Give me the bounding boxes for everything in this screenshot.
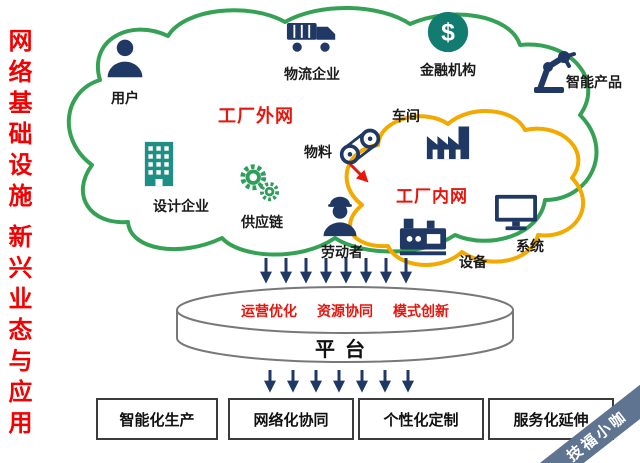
node-label-smart-product: 智能产品 xyxy=(566,74,622,90)
platform-cylinder xyxy=(176,286,514,363)
pulley-icon xyxy=(338,124,382,170)
user-icon xyxy=(103,34,147,82)
node-label-system: 系统 xyxy=(516,238,544,254)
dollar-symbol: $ xyxy=(441,19,455,46)
building-icon xyxy=(136,136,182,192)
worker-icon xyxy=(318,192,362,240)
node-label-worker: 劳动者 xyxy=(321,244,363,260)
material-flow-arrow xyxy=(348,162,369,183)
factory-icon xyxy=(424,116,472,162)
node-label-finance: 金融机构 xyxy=(420,62,476,78)
machine-icon xyxy=(398,214,448,258)
app-box-intelligent-production: 智能化生产 xyxy=(96,398,218,440)
outer-cloud-outline xyxy=(67,6,599,257)
node-label-user: 用户 xyxy=(111,90,139,106)
node-label-equipment: 设备 xyxy=(459,254,487,270)
dollar-icon: $ xyxy=(426,10,470,54)
platform-title: 平台 xyxy=(315,339,375,361)
platform-function-2: 资源协同 xyxy=(317,303,373,319)
platform-functions: 运营优化 资源协同 模式创新 xyxy=(177,301,513,321)
inner-cloud-label: 工厂内网 xyxy=(396,187,468,206)
platform-function-3: 模式创新 xyxy=(393,303,449,319)
node-label-supply-chain: 供应链 xyxy=(241,214,283,230)
section-label-network-infrastructure: 网络基础设施 xyxy=(4,28,31,214)
arrow-group-top xyxy=(260,258,412,284)
node-label-logistics: 物流企业 xyxy=(284,66,340,82)
truck-icon xyxy=(286,16,338,56)
robot-arm-icon xyxy=(526,42,578,96)
node-label-workshop: 车间 xyxy=(392,108,420,124)
monitor-icon xyxy=(492,192,540,234)
app-box-network-collaboration: 网络化协同 xyxy=(228,398,354,440)
app-box-personal-customization: 个性化定制 xyxy=(358,398,484,440)
inner-cloud-outline xyxy=(344,109,586,267)
gears-icon xyxy=(236,160,282,206)
node-label-design: 设计企业 xyxy=(153,198,209,214)
arrow-group-bottom xyxy=(264,370,414,393)
platform-function-1: 运营优化 xyxy=(241,303,297,319)
outer-cloud-label: 工厂外网 xyxy=(218,106,294,126)
node-label-material: 物料 xyxy=(304,144,332,160)
section-label-new-business: 新兴业态与应用 xyxy=(4,224,31,441)
